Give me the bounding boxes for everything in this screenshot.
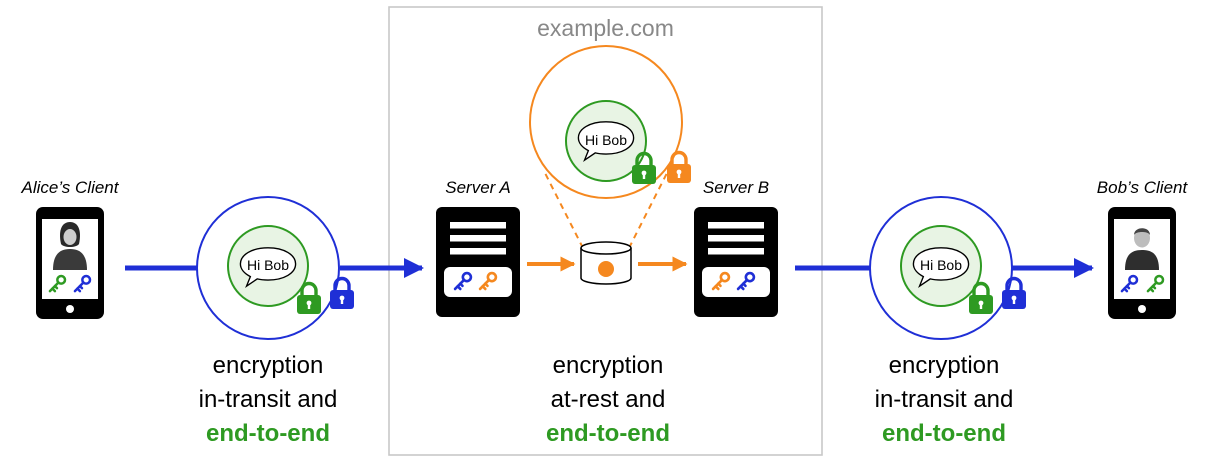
caption-line: in-transit and	[874, 386, 1014, 413]
person-icon	[1125, 228, 1159, 270]
caption-line: encryption	[552, 352, 664, 379]
domain-frame	[388, 6, 823, 456]
message-text: Hi Bob	[585, 132, 627, 148]
message-in-transit-right: Hi Bob	[869, 196, 1027, 340]
caption-line: in-transit and	[198, 386, 338, 413]
caption-line: encryption	[888, 352, 1000, 379]
database-icon	[580, 241, 632, 285]
caption-line: encryption	[212, 352, 324, 379]
caption-line: at-rest and	[550, 386, 666, 413]
server-a-label: Server A	[445, 178, 511, 197]
caption-highlight: end-to-end	[546, 420, 670, 447]
caption-left: encryption in-transit and end-to-end	[158, 349, 378, 451]
domain-label: example.com	[537, 15, 674, 41]
caption-highlight: end-to-end	[882, 420, 1006, 447]
message-at-rest: Hi Bob	[529, 45, 692, 199]
caption-highlight: end-to-end	[206, 420, 330, 447]
message-text: Hi Bob	[247, 257, 289, 273]
server-a-icon	[436, 207, 520, 317]
alice-label: Alice’s Client	[21, 178, 119, 197]
message-in-transit-left: Hi Bob	[196, 196, 355, 340]
bob-phone-icon	[1108, 207, 1176, 319]
bob-label: Bob’s Client	[1096, 178, 1188, 197]
server-b-icon	[694, 207, 778, 317]
caption-middle: encryption at-rest and end-to-end	[498, 349, 718, 451]
caption-right: encryption in-transit and end-to-end	[834, 349, 1054, 451]
person-icon	[53, 222, 87, 270]
alice-phone-icon	[36, 207, 104, 319]
server-b-label: Server B	[702, 178, 770, 197]
message-text: Hi Bob	[920, 257, 962, 273]
